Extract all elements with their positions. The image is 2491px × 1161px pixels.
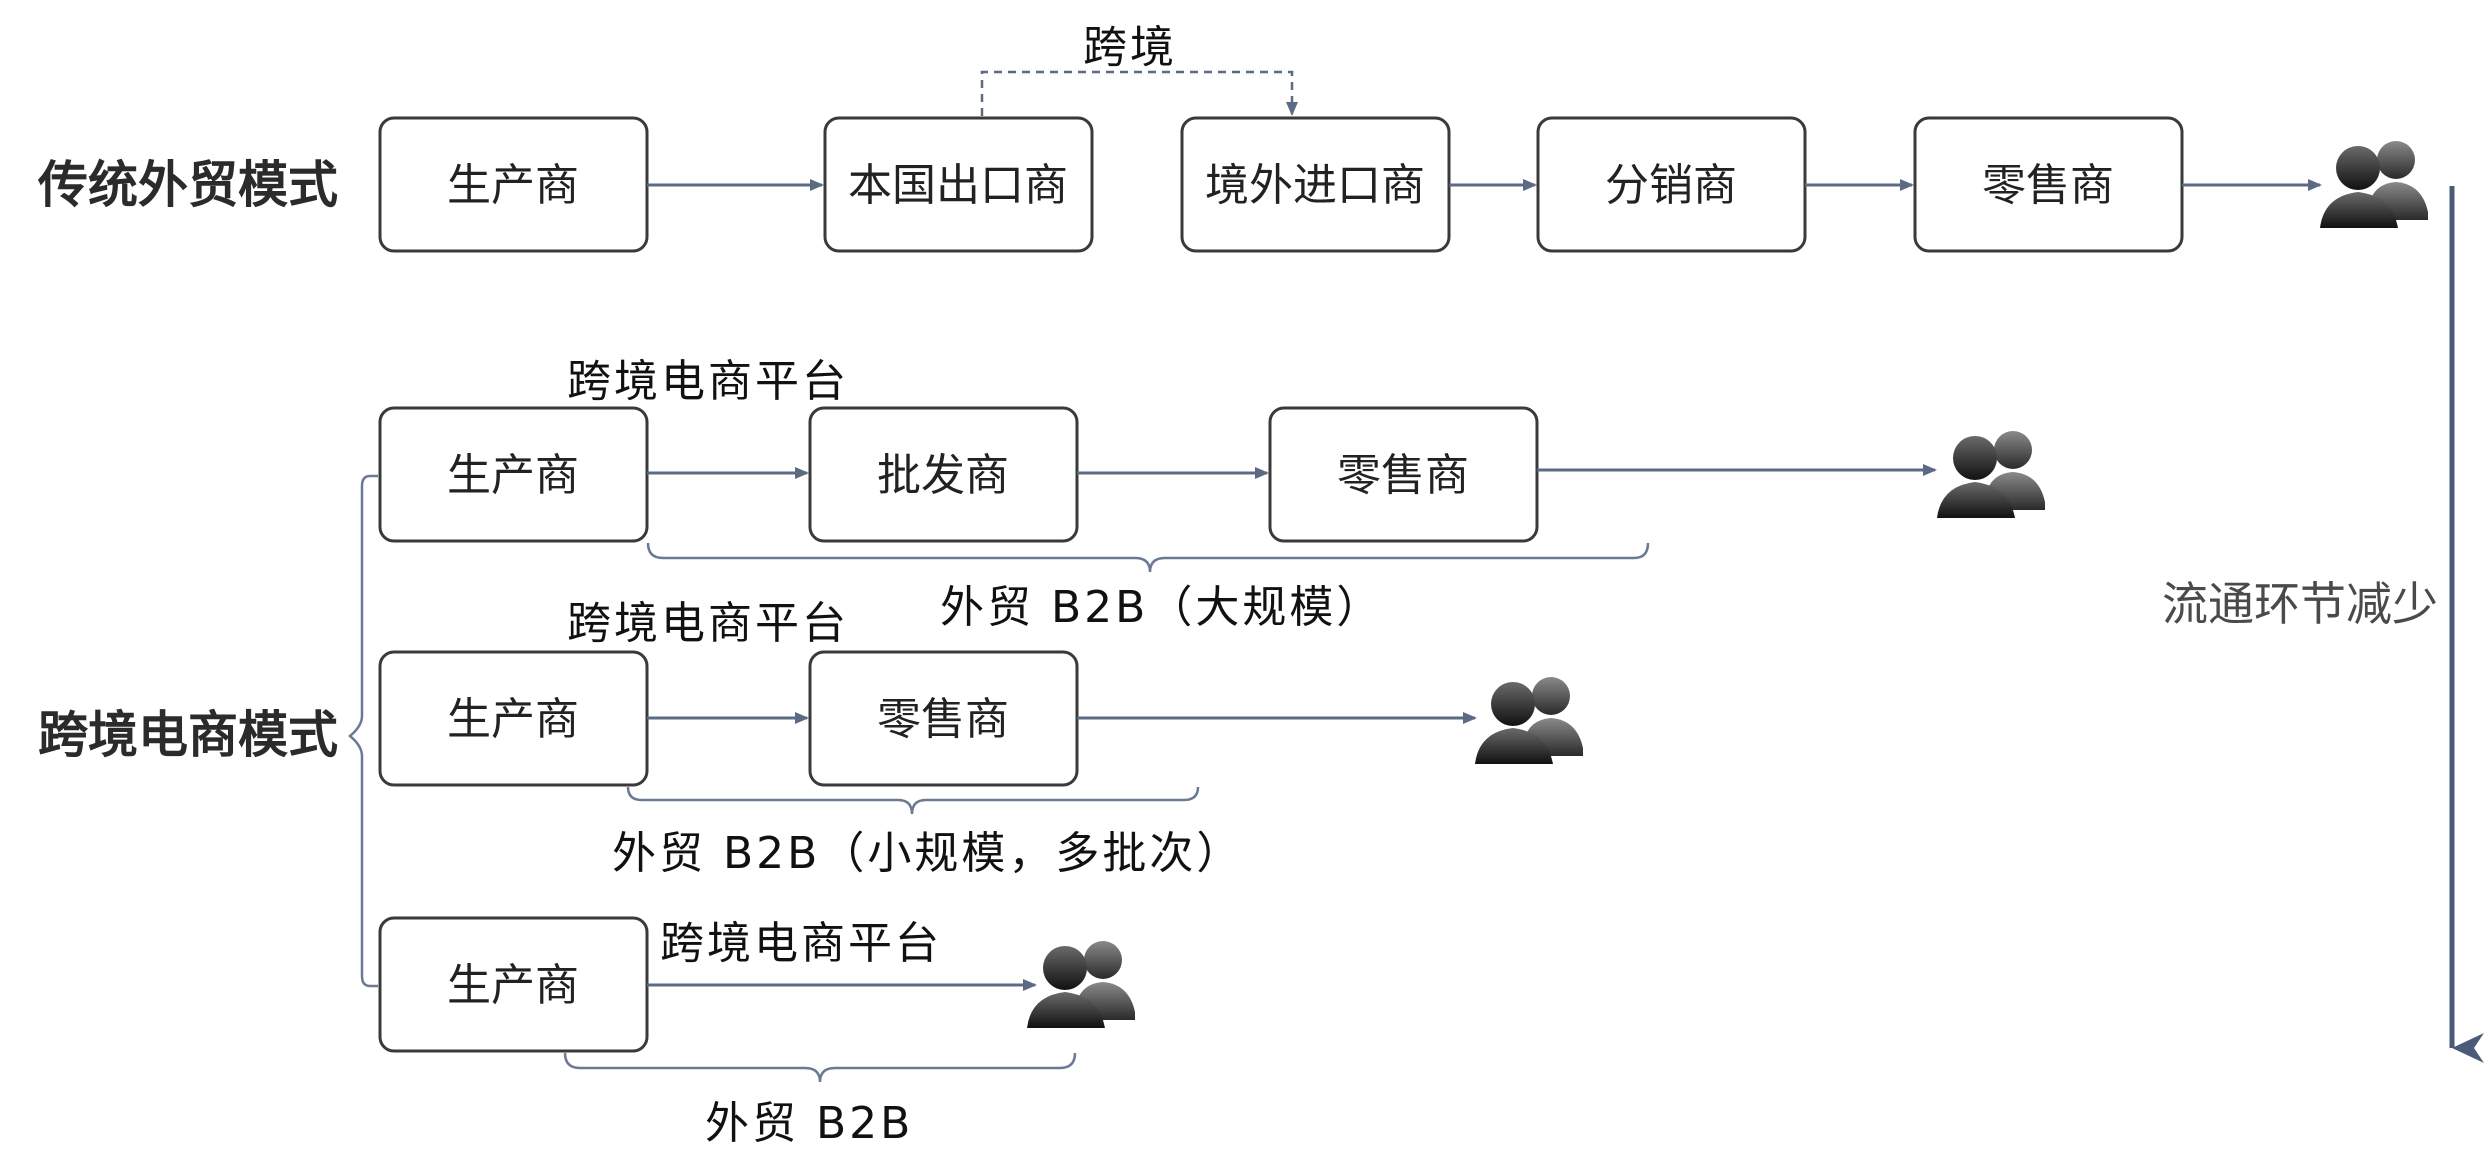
row-b2b-direct: 跨境电商平台 生产商 外贸 B2B: [378, 916, 1135, 1149]
box-retailer-1-label: 零售商: [1982, 160, 2114, 211]
row-b2b-large: 跨境电商平台 生产商 批发商 零售商 外贸 B2B（大规模）: [378, 356, 2045, 633]
row-b2b-small: 跨境电商平台 生产商 零售商 外贸 B2B（小规模，多批次）: [378, 598, 1583, 879]
box-retailer-2-label: 零售商: [1337, 450, 1469, 501]
row2-platform-label: 跨境电商平台: [567, 356, 849, 407]
box-producer-3-label: 生产商: [447, 694, 579, 745]
cross-border-mode-label: 跨境电商模式: [38, 706, 338, 764]
cross-border-label: 跨境: [1083, 22, 1177, 73]
box-retailer-3-label: 零售商: [877, 694, 1009, 745]
box-domestic-exporter-label: 本国出口商: [848, 160, 1068, 211]
row3-platform-label: 跨境电商平台: [567, 598, 849, 649]
consumer-group-icon-3: [1475, 677, 1583, 764]
cross-border-dashed-connector: [980, 70, 1298, 116]
consumer-group-icon-4: [1027, 941, 1135, 1028]
circulation-reduced-label: 流通环节减少: [2162, 577, 2438, 631]
traditional-mode-label: 传统外贸模式: [37, 156, 338, 214]
row-traditional: 生产商 本国出口商 境外进口商 分销商 零售商 跨境: [378, 22, 2428, 253]
row2-brace: [646, 542, 1650, 573]
box-foreign-importer-label: 境外进口商: [1205, 160, 1425, 211]
box-producer-2-label: 生产商: [447, 450, 579, 501]
row4-platform-label: 跨境电商平台: [660, 918, 942, 969]
consumer-group-icon-2: [1937, 431, 2045, 518]
consumer-group-icon: [2320, 141, 2428, 228]
row3-brace-label: 外贸 B2B（小规模，多批次）: [612, 828, 1243, 879]
box-producer-4-label: 生产商: [447, 960, 579, 1011]
row4-brace: [563, 1052, 1077, 1083]
box-distributor-label: 分销商: [1605, 160, 1737, 211]
cross-border-bracket: [348, 474, 378, 988]
box-producer-1-label: 生产商: [447, 160, 579, 211]
row3-brace: [626, 786, 1200, 815]
row2-brace-label: 外贸 B2B（大规模）: [940, 582, 1383, 633]
box-retailer-2: [1268, 406, 1539, 543]
box-wholesaler-label: 批发商: [877, 450, 1009, 501]
row4-brace-label: 外贸 B2B: [705, 1098, 913, 1149]
box-domestic-exporter: [823, 116, 1094, 253]
